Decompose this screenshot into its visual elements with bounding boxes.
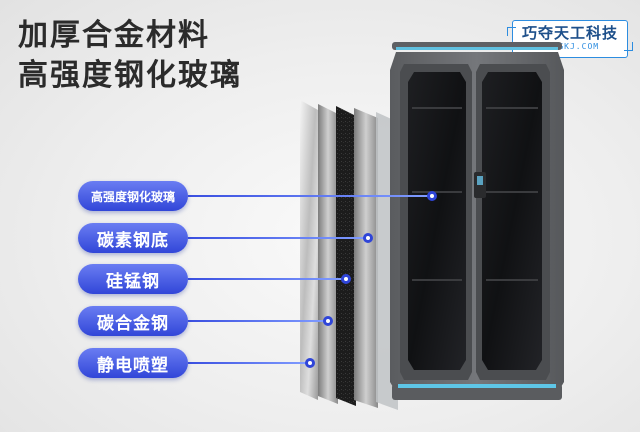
layer-silicon-manganese [336, 106, 356, 406]
callout-dot [363, 233, 373, 243]
feature-electrostatic-coating: 静电喷塑 [78, 348, 188, 378]
layer-static-coating [300, 100, 318, 400]
brand-url: QDTGKJ.COM [540, 42, 600, 51]
leader-line [188, 237, 364, 239]
headline: 加厚合金材料 高强度钢化玻璃 [18, 16, 242, 96]
cabinet [390, 42, 564, 400]
brand-name: 巧夺天工科技 [521, 24, 618, 42]
callout-dot [427, 191, 437, 201]
headline-line-1: 加厚合金材料 [18, 18, 210, 53]
layer-carbon-steel [354, 108, 378, 408]
badge-corner-decoration [624, 42, 633, 51]
leader-line [188, 195, 428, 197]
feature-carbon-steel-base: 碳素钢底 [78, 223, 188, 253]
badge-corner-decoration [507, 27, 516, 36]
leader-line [188, 278, 342, 280]
feature-carbon-alloy-steel: 碳合金钢 [78, 306, 188, 336]
feature-silicon-manganese-steel: 硅锰钢 [78, 264, 188, 294]
leader-line [188, 320, 324, 322]
callout-dot [323, 316, 333, 326]
feature-tempered-glass: 高强度钢化玻璃 [78, 181, 188, 211]
callout-dot [341, 274, 351, 284]
headline-line-2: 高强度钢化玻璃 [18, 58, 242, 93]
layer-carbon-alloy [318, 104, 338, 404]
brand-logo: 巧夺天工科技 QDTGKJ.COM [507, 20, 633, 58]
callout-dot [305, 358, 315, 368]
leader-line [188, 362, 306, 364]
